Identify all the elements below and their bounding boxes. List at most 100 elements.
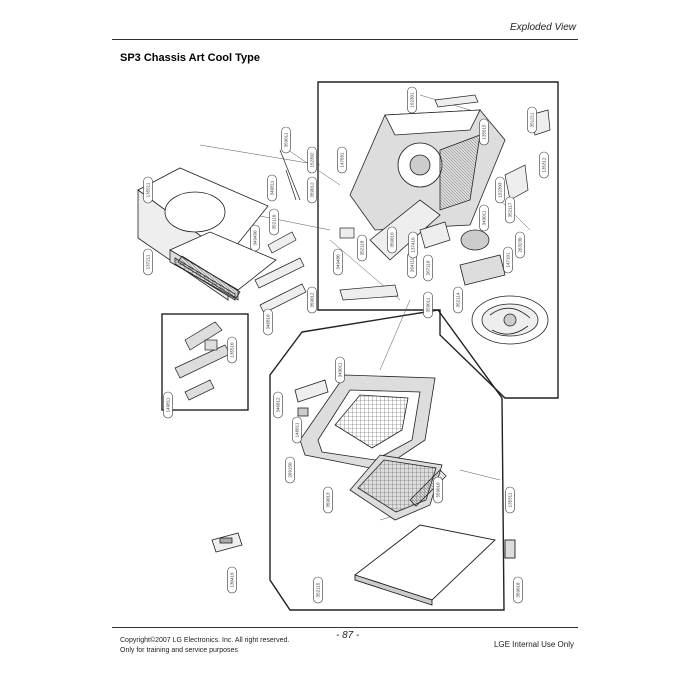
part-number-text: 135515 xyxy=(482,124,487,140)
part-number-tag: 146811 xyxy=(292,416,302,444)
part-number-text: 267110 xyxy=(426,260,431,275)
part-number-tag: 359012 xyxy=(307,176,317,204)
part-number-tag: 152302 xyxy=(307,146,317,174)
part-number-capsule xyxy=(505,196,515,224)
assembly-boundaries xyxy=(161,81,559,611)
part-number-tag: 263230 xyxy=(515,231,525,259)
part-number-tag: 352115 xyxy=(313,576,323,604)
part-number-capsule xyxy=(453,286,463,314)
grille-panel-part xyxy=(354,524,516,606)
part-number-tag: 346812 xyxy=(273,391,283,419)
part-number-capsule xyxy=(307,146,317,174)
part-number-text: 149811 xyxy=(166,397,171,412)
part-number-text: 352115 xyxy=(316,582,321,597)
part-number-text: 359012 xyxy=(310,292,315,308)
part-number-tag: 359012 xyxy=(307,286,317,314)
upper-right-boundary xyxy=(317,81,559,399)
remote-part xyxy=(211,532,243,553)
part-number-text: 152303 xyxy=(498,182,503,198)
part-number-tag: 352114 xyxy=(453,286,463,314)
part-number-text: 351211 xyxy=(530,112,535,127)
page-title: SP3 Chassis Art Cool Type xyxy=(120,52,260,64)
copyright: Copyright©2007 LG Electronics. Inc. All … xyxy=(120,636,289,656)
part-number-capsule xyxy=(335,356,345,384)
part-number-text: 135311 xyxy=(508,492,513,507)
part-number-text: 359013 xyxy=(326,492,331,508)
part-number-tag: 359018 xyxy=(513,576,523,604)
part-number-capsule xyxy=(263,308,273,336)
part-number-capsule xyxy=(495,176,505,204)
part-number-text: 146811 xyxy=(295,422,300,437)
internal-use-label: LGE Internal Use Only xyxy=(493,640,574,649)
side-rails xyxy=(254,149,307,314)
part-number-text: 263230 xyxy=(518,237,523,253)
part-number-capsule xyxy=(387,226,397,254)
part-number-capsule xyxy=(423,254,433,282)
part-number-capsule xyxy=(285,456,295,484)
heat-exchanger-part xyxy=(169,231,277,301)
lower-boundary xyxy=(269,309,505,611)
part-number-text: 269150 xyxy=(288,462,293,478)
part-number-text: 130410 xyxy=(230,572,235,588)
part-number-tag: 349490 xyxy=(250,224,260,252)
part-number-capsule xyxy=(479,204,489,232)
part-number-capsule xyxy=(479,118,489,146)
footer-rule xyxy=(112,627,578,628)
part-number-capsule xyxy=(143,248,153,276)
part-number-tag: 349011 xyxy=(335,356,345,384)
part-number-text: 346810 xyxy=(266,314,271,330)
part-number-text: 352118 xyxy=(360,240,365,255)
part-number-capsule xyxy=(250,224,260,252)
part-number-capsule xyxy=(503,246,513,274)
upper-chassis-part xyxy=(349,109,506,261)
part-number-text: 349490 xyxy=(253,230,258,246)
part-number-capsule xyxy=(337,146,347,174)
part-number-tag: 359010 xyxy=(387,226,397,254)
part-number-capsule xyxy=(292,416,302,444)
part-number-tag: 349011 xyxy=(479,204,489,232)
part-number-text: 137211 xyxy=(146,254,151,269)
part-number-text: 152301 xyxy=(410,92,415,108)
part-number-capsule xyxy=(408,231,418,259)
part-number-capsule xyxy=(281,126,291,154)
part-number-tag: 135311 xyxy=(505,486,515,514)
part-number-capsule xyxy=(313,576,323,604)
part-number-tag: 135515 xyxy=(479,118,489,146)
part-number-tag: 137211 xyxy=(143,248,153,276)
part-number-tag: 130410 xyxy=(227,566,237,594)
part-number-tag: 149811 xyxy=(163,391,173,419)
part-number-tag: 135511 xyxy=(143,176,153,204)
part-number-capsule xyxy=(527,106,537,134)
part-number-capsule xyxy=(433,476,443,504)
part-number-capsule xyxy=(307,286,317,314)
part-number-capsule xyxy=(163,391,173,419)
part-number-text: 352117 xyxy=(508,202,513,217)
part-number-capsule xyxy=(307,176,317,204)
part-number-capsule xyxy=(227,566,237,594)
part-number-tags: 135511 137211 346811 152302 359012 352110 3494… xyxy=(143,86,549,604)
part-number-tag: 346811 xyxy=(267,174,277,202)
inset-parts xyxy=(174,321,231,401)
part-number-text: 147101 xyxy=(506,252,511,268)
part-number-text: 559010 xyxy=(436,482,441,498)
part-number-capsule xyxy=(267,174,277,202)
section-title: Exploded View xyxy=(510,22,576,33)
part-number-text: 359018 xyxy=(516,582,521,598)
part-number-text: 352110 xyxy=(272,214,277,229)
part-number-text: 135312 xyxy=(542,157,547,173)
part-number-tag: 352117 xyxy=(505,196,515,224)
part-number-text: 359011 xyxy=(284,132,289,147)
part-number-tag: 152301 xyxy=(407,86,417,114)
part-number-text: 352114 xyxy=(456,292,461,307)
part-number-capsule xyxy=(333,248,343,276)
part-number-capsule xyxy=(515,231,525,259)
part-number-tag: 147101 xyxy=(503,246,513,274)
part-number-tag: 559010 xyxy=(433,476,443,504)
part-number-tag: 269150 xyxy=(285,456,295,484)
part-number-text: 346812 xyxy=(276,397,281,413)
part-number-tag: 147581 xyxy=(337,146,347,174)
part-number-text: 135510 xyxy=(230,342,235,358)
part-number-capsule xyxy=(227,336,237,364)
part-number-text: 346811 xyxy=(270,180,275,195)
